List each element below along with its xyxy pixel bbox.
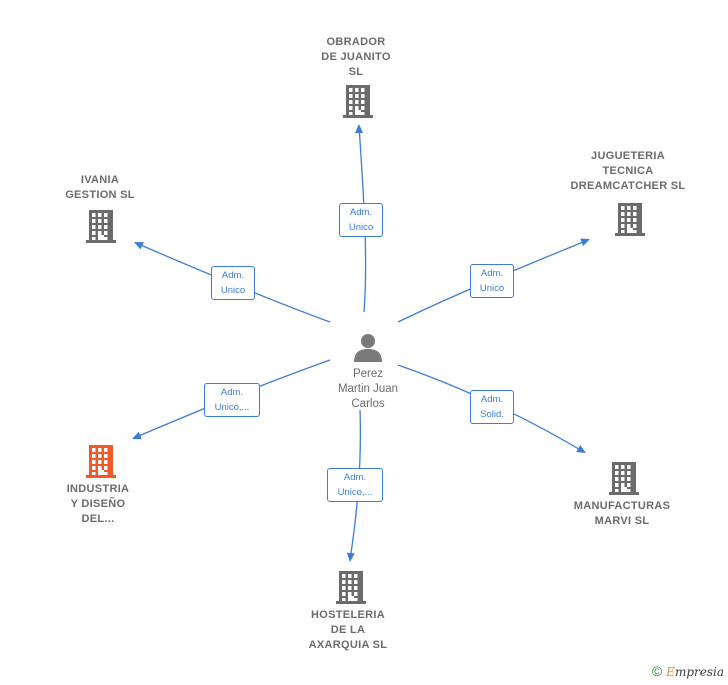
relation-badge-ivania[interactable]: Adm. Unico — [211, 266, 255, 300]
brand-logo-e: E — [666, 665, 675, 679]
building-icon[interactable] — [615, 202, 645, 241]
arrowhead-icon — [355, 124, 363, 133]
arrowhead-icon — [580, 238, 590, 247]
person-name[interactable]: Perez Martin Juan Carlos — [337, 368, 399, 410]
arrowhead-icon — [346, 552, 355, 562]
company-label-obrador[interactable]: OBRADOR DE JUANITO SL — [321, 36, 391, 78]
arrowhead-icon — [576, 445, 586, 453]
relation-badge-manufacturas[interactable]: Adm. Solid. — [470, 390, 514, 424]
relation-badge-obrador[interactable]: Adm. Unico — [339, 203, 383, 237]
relation-badge-industria[interactable]: Adm. Unico,... — [204, 383, 260, 417]
company-label-hosteleria[interactable]: HOSTELERIA DE LA AXARQUIA SL — [308, 609, 388, 651]
copyright-icon: © — [651, 663, 663, 679]
building-icon[interactable] — [609, 461, 639, 500]
person-icon[interactable] — [352, 332, 384, 362]
company-label-industria[interactable]: INDUSTRIA Y DISEÑO DEL... — [66, 483, 130, 525]
company-label-jugueteria[interactable]: JUGUETERIA TECNICA DREAMCATCHER SL — [570, 150, 686, 192]
company-label-manufacturas[interactable]: MANUFACTURAS MARVI SL — [573, 500, 671, 527]
building-icon[interactable] — [86, 209, 116, 248]
arrowhead-icon — [132, 431, 142, 440]
footer-brand: ©Empresia — [652, 663, 724, 679]
building-icon[interactable] — [343, 84, 373, 123]
relation-badge-jugueteria[interactable]: Adm. Unico — [470, 264, 514, 298]
building-icon[interactable] — [336, 570, 366, 609]
building-icon[interactable] — [86, 444, 116, 483]
arrowhead-icon — [134, 242, 144, 250]
company-label-ivania[interactable]: IVANIA GESTION SL — [65, 174, 135, 201]
brand-logo-text: mpresia — [674, 665, 724, 679]
relation-badge-hosteleria[interactable]: Adm. Unico,... — [327, 468, 383, 502]
